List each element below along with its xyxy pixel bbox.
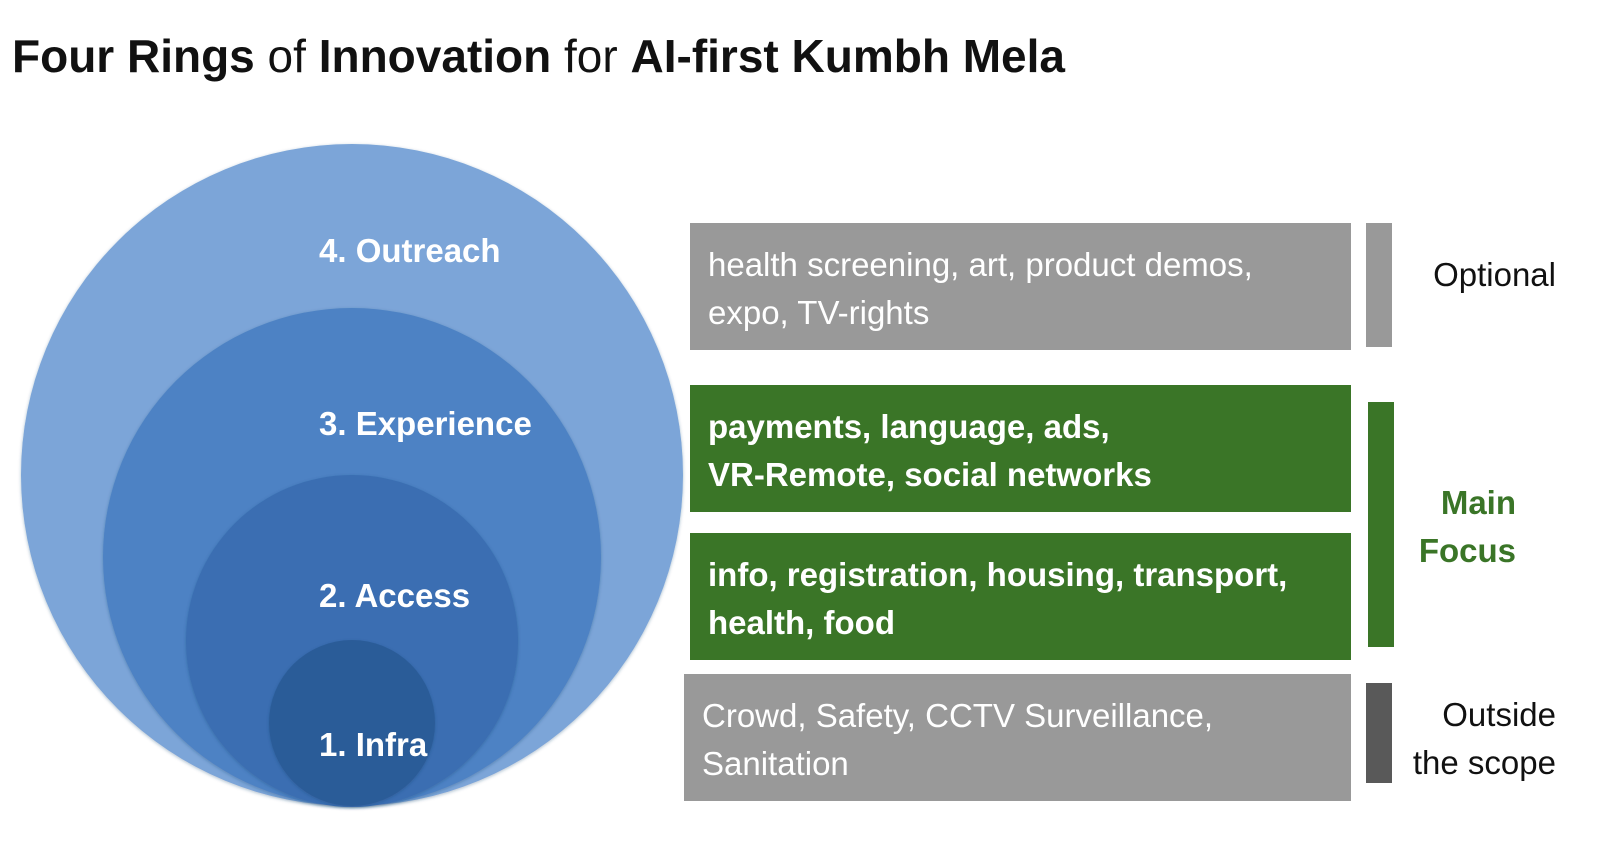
box-access-line2: health, food bbox=[708, 604, 895, 641]
label-main-focus-line1: Main bbox=[1440, 484, 1516, 521]
diagram-title: Four Rings of Innovation for AI-first Ku… bbox=[12, 28, 1065, 84]
box-outreach: health screening, art, product demos, ex… bbox=[690, 223, 1351, 350]
ring-infra bbox=[269, 640, 435, 806]
box-infra-line2: Sanitation bbox=[702, 745, 849, 782]
label-main-focus-line2: Focus bbox=[1418, 532, 1516, 569]
main-focus-bracket-bar bbox=[1368, 402, 1394, 647]
box-infra-line1: Crowd, Safety, CCTV Surveillance, bbox=[702, 697, 1214, 734]
box-access-line1: info, registration, housing, transport, bbox=[708, 556, 1288, 593]
ring-label-access: 2. Access bbox=[319, 577, 470, 614]
title-for: for bbox=[551, 30, 631, 82]
label-outside-line1: Outside bbox=[1442, 696, 1556, 733]
box-outreach-line1: health screening, art, product demos, bbox=[708, 246, 1253, 283]
title-innovation: Innovation bbox=[318, 30, 552, 82]
box-access: info, registration, housing, transport, … bbox=[690, 533, 1351, 660]
box-experience-line2: VR-Remote, social networks bbox=[708, 456, 1152, 493]
rings-diagram: 4. Outreach 3. Experience 2. Access 1. I… bbox=[21, 144, 683, 807]
label-optional: Optional bbox=[1433, 251, 1556, 299]
ring-label-experience: 3. Experience bbox=[319, 405, 532, 442]
title-four-rings: Four Rings bbox=[12, 30, 255, 82]
title-ai-first-kumbh-mela: AI-first Kumbh Mela bbox=[630, 30, 1065, 82]
label-outside-scope: Outside the scope bbox=[1413, 691, 1556, 787]
label-optional-text: Optional bbox=[1433, 256, 1556, 293]
optional-bracket-bar bbox=[1366, 223, 1392, 347]
box-experience-line1: payments, language, ads, bbox=[708, 408, 1110, 445]
box-outreach-line2: expo, TV-rights bbox=[708, 294, 930, 331]
label-main-focus: Main Focus bbox=[1419, 479, 1516, 575]
box-experience: payments, language, ads, VR-Remote, soci… bbox=[690, 385, 1351, 512]
title-of: of bbox=[254, 30, 319, 82]
box-infra: Crowd, Safety, CCTV Surveillance, Sanita… bbox=[684, 674, 1351, 801]
ring-label-infra: 1. Infra bbox=[319, 726, 428, 763]
outside-scope-bracket-bar bbox=[1366, 683, 1392, 783]
ring-label-outreach: 4. Outreach bbox=[319, 232, 501, 269]
label-outside-line2: the scope bbox=[1412, 744, 1556, 781]
